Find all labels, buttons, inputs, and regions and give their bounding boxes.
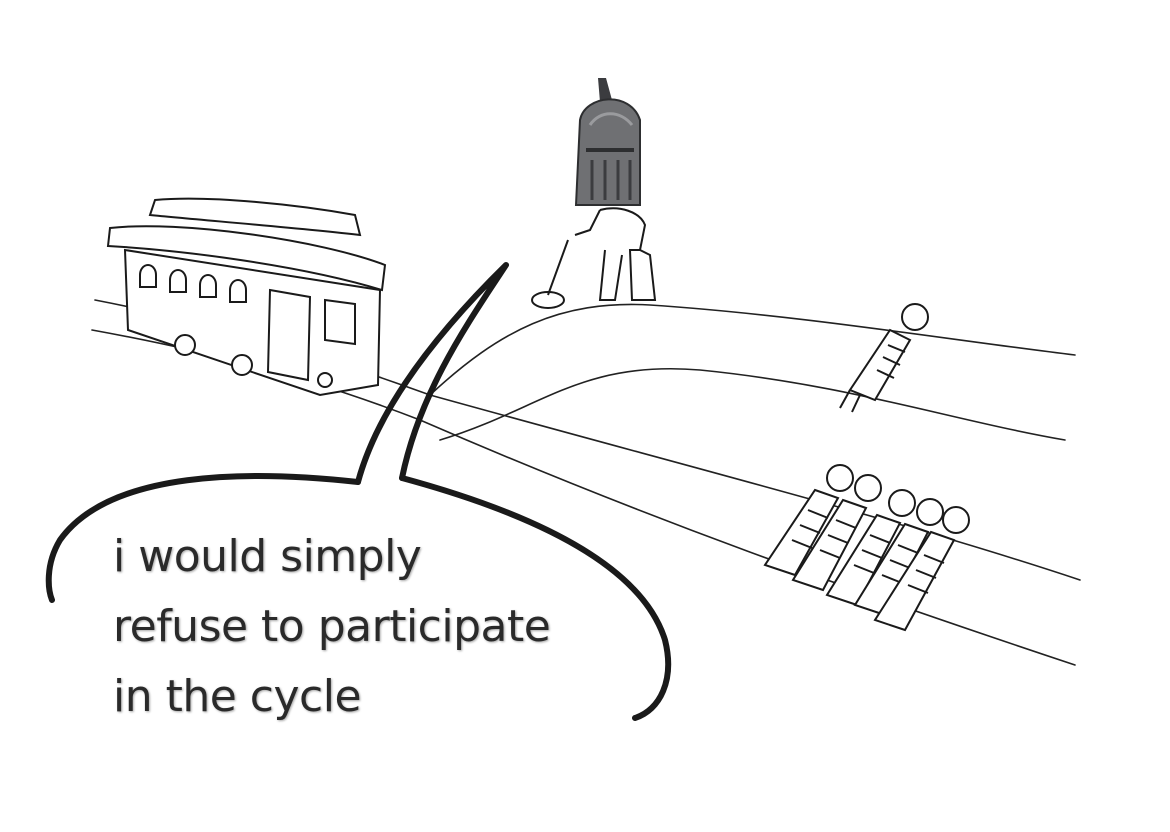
- speech-line: refuse to participate: [113, 601, 551, 652]
- person-with-helmet: [574, 207, 657, 301]
- knight-helmet-icon: [574, 78, 641, 206]
- speech-bubble-text: i would simply refuse to participate in …: [113, 522, 673, 732]
- speech-line: i would simply: [113, 531, 422, 582]
- trolley-icon: [106, 197, 387, 397]
- speech-bubble: [45, 262, 672, 721]
- person-icon: [839, 303, 929, 413]
- person-group: [763, 464, 970, 632]
- speech-line: in the cycle: [113, 671, 362, 722]
- lever-icon: [531, 239, 569, 309]
